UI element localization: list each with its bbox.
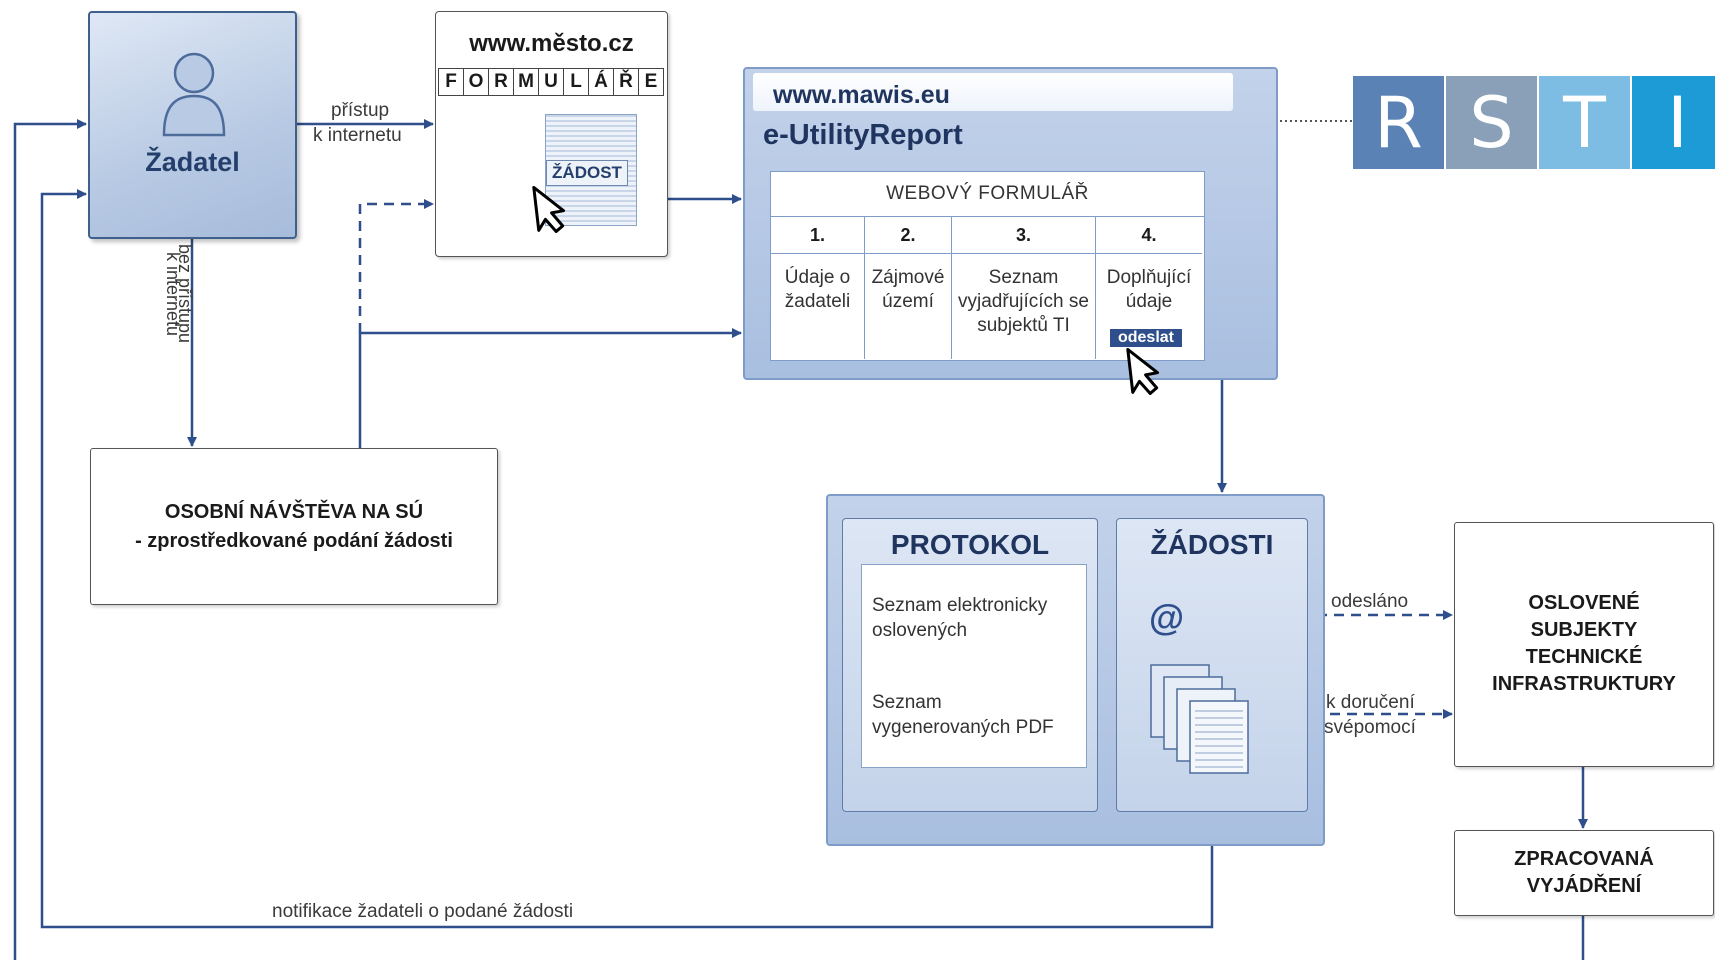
step-text: Údaje o žadateli: [784, 267, 851, 312]
city-url: www.město.cz: [469, 30, 634, 57]
pointer-cursor-icon: [1126, 347, 1160, 395]
step-text: Doplňující údaje: [1106, 267, 1192, 312]
city-website-box: www.město.cz F O R M U L Á Ř E ŽÁDOST: [435, 11, 668, 257]
request-link[interactable]: ŽÁDOST: [546, 160, 628, 186]
visit-line-2: - zprostředkované podání žádosti: [135, 530, 453, 552]
step-text: Seznam vyjadřujících se subjektů TI: [958, 267, 1089, 336]
mawis-panel: www.mawis.eu e-UtilityReport WEBOVÝ FORM…: [743, 67, 1278, 395]
label-no-internet-2: k internetu: [163, 252, 183, 337]
rsti-letter: S: [1446, 76, 1537, 169]
processed-statements-box: ZPRACOVANÁ VYJÁDŘENÍ: [1454, 830, 1714, 916]
label-internet-access-1: přístup: [331, 100, 390, 121]
letter-cell: Á: [588, 68, 614, 96]
letter-cell: O: [463, 68, 489, 96]
step-number: 3.: [952, 217, 1095, 254]
protocol-panel: PROTOKOL Seznam elektronicky oslovených …: [842, 518, 1098, 812]
send-button[interactable]: odeslat: [1110, 329, 1182, 347]
letter-cell: U: [538, 68, 564, 96]
addressed-subjects-box: OSLOVENÉ SUBJEKTY TECHNICKÉ INFRASTRUKTU…: [1454, 522, 1714, 767]
pointer-cursor-icon: [532, 185, 566, 233]
step-number: 2.: [865, 217, 951, 254]
user-icon: [162, 52, 226, 137]
form-step-3: 3. Seznam vyjadřujících se subjektů TI: [952, 217, 1096, 359]
mawis-brand: e-UtilityReport: [763, 119, 963, 151]
pdf-documents-icon: [1150, 664, 1249, 774]
label-delivery-2: svépomocí: [1324, 717, 1416, 738]
label-notification: notifikace žadateli o podané žádosti: [272, 901, 574, 922]
letter-cell: Ř: [613, 68, 639, 96]
letter-cell: R: [488, 68, 514, 96]
protocol-list: Seznam elektronicky oslovených Seznam vy…: [861, 564, 1087, 768]
requests-title: ŽÁDOSTI: [1150, 529, 1274, 560]
step-text: Zájmové území: [871, 267, 945, 312]
letter-cell: M: [513, 68, 539, 96]
letter-cell: L: [563, 68, 589, 96]
label-internet-access-2: k internetu: [313, 125, 402, 146]
personal-visit-box: OSOBNÍ NÁVŠTĚVA NA SÚ - zprostředkované …: [90, 448, 498, 605]
applicant-title: Žadatel: [145, 147, 240, 177]
output-panel: PROTOKOL Seznam elektronicky oslovených …: [826, 494, 1325, 846]
label-delivery-1: k doručení: [1326, 692, 1415, 713]
rsti-logo: R S T I: [1353, 76, 1715, 169]
subjects-title: OSLOVENÉ SUBJEKTY TECHNICKÉ INFRASTRUKTU…: [1492, 592, 1676, 695]
form-step-2: 2. Zájmové území: [865, 217, 952, 359]
step-number: 1.: [771, 217, 864, 254]
form-step-4: 4. Doplňující údaje odeslat: [1096, 217, 1202, 359]
requests-panel: ŽÁDOSTI @: [1116, 518, 1308, 812]
letter-cell: F: [438, 68, 464, 96]
protocol-item-pdf: Seznam vygenerovaných PDF: [872, 692, 1054, 738]
label-sent: odesláno: [1331, 591, 1409, 612]
rsti-letter: R: [1353, 76, 1444, 169]
visit-line-1: OSOBNÍ NÁVŠTĚVA NA SÚ: [164, 501, 424, 523]
mawis-url: www.mawis.eu: [773, 81, 950, 109]
protocol-item-electronic: Seznam elektronicky oslovených: [872, 595, 1048, 641]
rsti-letter: I: [1632, 76, 1715, 169]
form-step-1: 1. Údaje o žadateli: [771, 217, 865, 359]
letter-cell: E: [638, 68, 664, 96]
mawis-url-bar: www.mawis.eu: [753, 73, 1233, 111]
step-number: 4.: [1096, 217, 1202, 254]
forms-letter-strip: F O R M U L Á Ř E: [438, 68, 664, 96]
protocol-title: PROTOKOL: [890, 529, 1050, 560]
web-form: WEBOVÝ FORMULÁŘ 1. Údaje o žadateli 2. Z…: [770, 171, 1205, 361]
rsti-letter: T: [1539, 76, 1630, 169]
processed-title: ZPRACOVANÁ VYJÁDŘENÍ: [1514, 848, 1654, 897]
email-icon: @: [1149, 597, 1185, 638]
applicant-card: Žadatel: [88, 11, 297, 239]
web-form-title: WEBOVÝ FORMULÁŘ: [771, 172, 1204, 217]
